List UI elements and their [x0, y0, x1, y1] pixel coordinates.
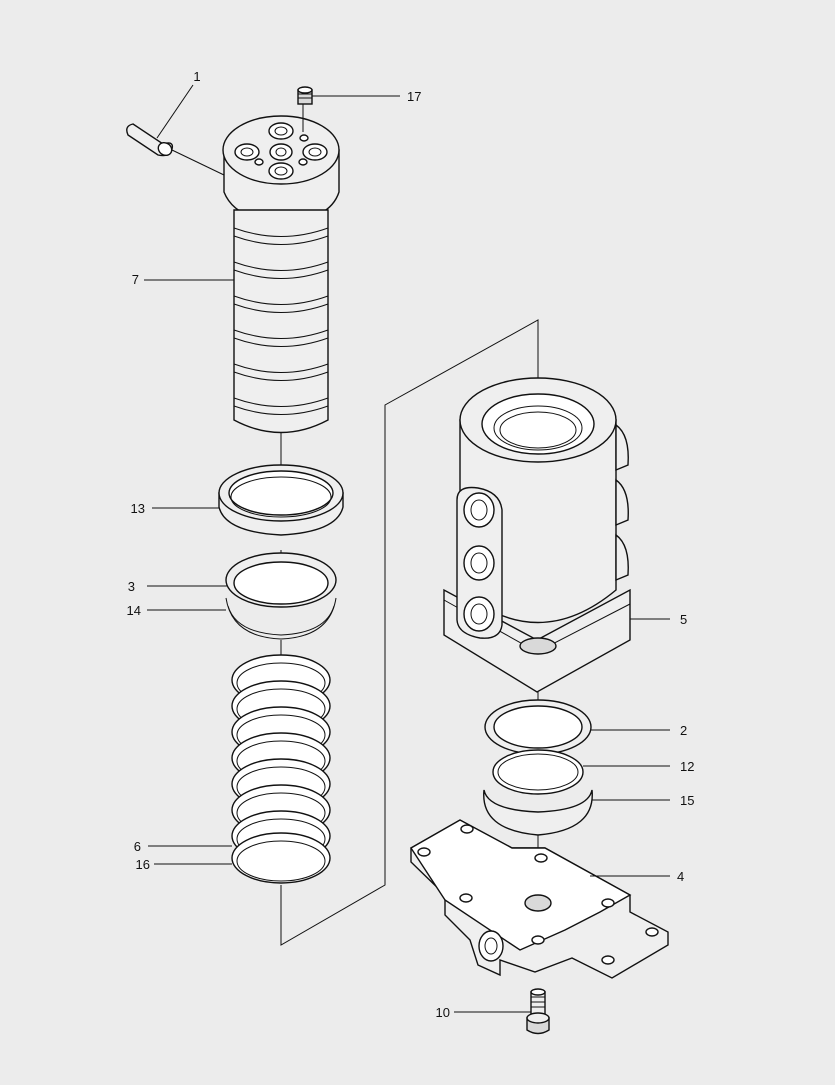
part-4-flange-plate — [410, 819, 669, 979]
callout-14: 14 — [127, 603, 141, 618]
part-1-pin — [126, 123, 174, 157]
callout-4: 4 — [677, 869, 684, 884]
callout-15: 15 — [680, 793, 694, 808]
part-6-seal-stack — [231, 654, 331, 884]
callout-17: 17 — [407, 89, 421, 104]
part-17-set-screw — [297, 86, 313, 105]
callout-12: 12 — [680, 759, 694, 774]
callout-3: 3 — [128, 579, 135, 594]
callout-5: 5 — [680, 612, 687, 627]
part-13-cover-ring — [218, 464, 344, 536]
part-14-o-ring — [225, 597, 337, 640]
callout-6: 6 — [134, 839, 141, 854]
callout-2: 2 — [680, 723, 687, 738]
part-10-bolt — [526, 988, 550, 1035]
part-7-rotor — [222, 115, 340, 434]
callout-7: 7 — [132, 272, 139, 287]
callout-16: 16 — [136, 857, 150, 872]
part-5-housing — [443, 377, 631, 693]
part-15-seal — [483, 789, 593, 836]
callout-labels: 1 17 7 13 3 14 6 16 5 2 12 15 4 10 — [127, 69, 695, 1020]
callout-1: 1 — [193, 69, 200, 84]
leader-lines — [144, 84, 670, 1013]
part-3-seal — [225, 552, 337, 608]
callout-13: 13 — [131, 501, 145, 516]
part-2-ring — [484, 699, 592, 755]
part-12-o-ring — [492, 749, 584, 795]
callout-10: 10 — [436, 1005, 450, 1020]
